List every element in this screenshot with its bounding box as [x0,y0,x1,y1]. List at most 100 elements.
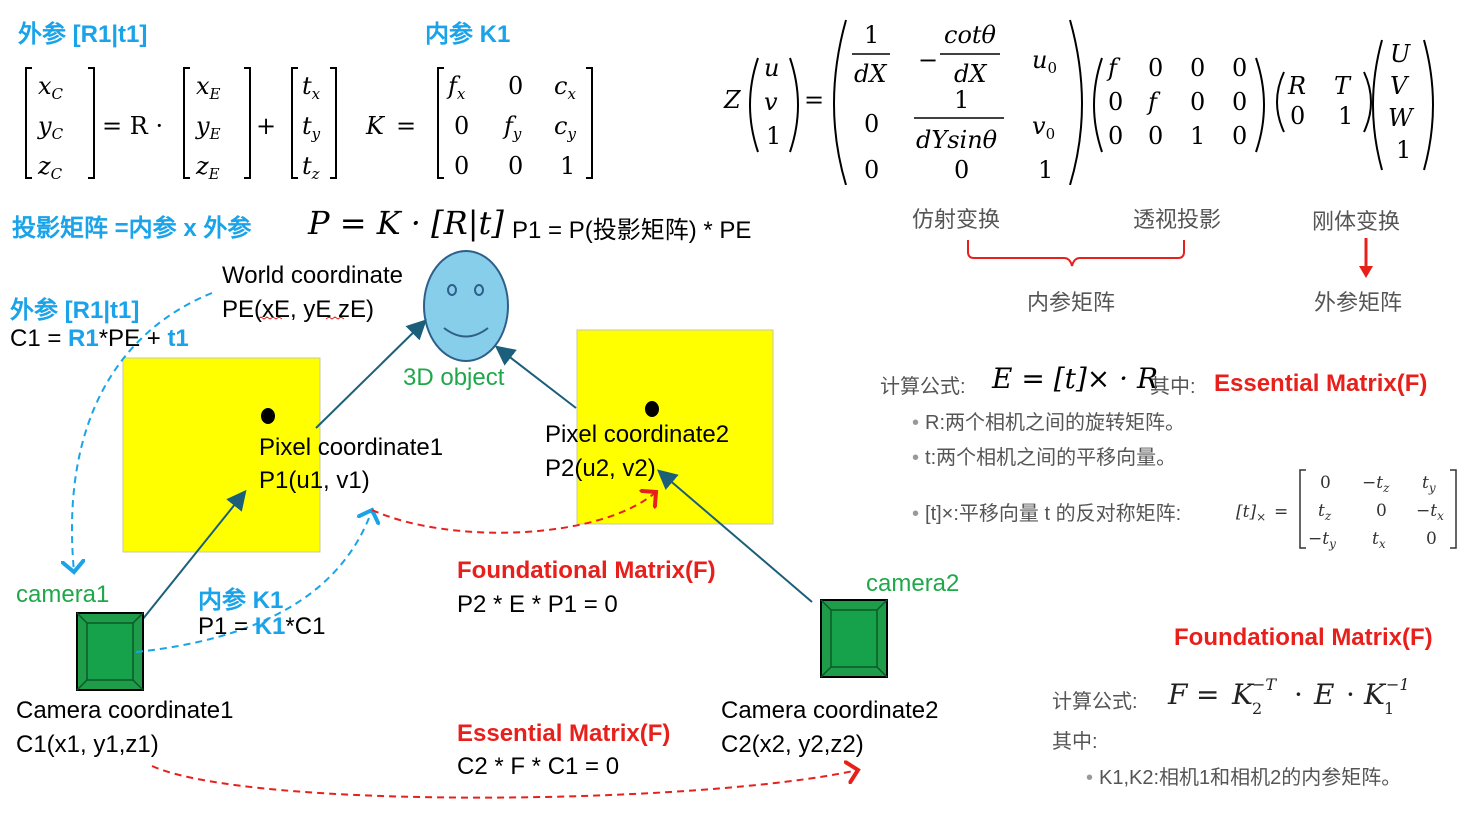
camera2-label: camera2 [866,570,960,597]
svg-text:1: 1 [1038,156,1053,184]
svg-text:zE: zE [195,152,220,183]
perspective-label: 透视投影 [1133,207,1222,232]
svg-text:f: f [1106,54,1121,82]
svg-text:0: 0 [1190,54,1205,82]
pixel1-point: P1(u1, v1) [259,467,370,494]
ray-pixel2-to-object [494,345,577,409]
calc-label-essential: 计算公式: [880,376,966,398]
skew-symmetric-matrix: [t]× = 0 −tz ty tz 0 −tx −ty tx 0 [1236,469,1457,551]
bullet-r: •R:两个相机之间的旋转矩阵。 [912,412,1186,434]
fundamental-label-mid: Foundational Matrix(F) [457,557,716,584]
intrinsic-matrix-label: 内参矩阵 [1027,290,1116,315]
svg-text:K: K [1231,678,1255,711]
object-label: 3D object [403,364,505,391]
affine-label: 仿射变换 [912,207,1001,232]
svg-text:0: 0 [954,156,969,184]
svg-text:=: = [1274,502,1288,522]
svg-text:0: 0 [1190,88,1205,116]
face-mouth [443,327,489,338]
svg-text:V: V [1390,72,1410,100]
c2-f-c1-formula: C2 * F * C1 = 0 [457,753,620,780]
svg-text:1: 1 [954,86,969,114]
svg-text:ty: ty [1422,473,1436,495]
svg-text:2: 2 [1252,699,1262,718]
extrinsic-left-label: 外参 [R1|t1] [10,297,140,324]
face-eye-left [447,284,457,296]
svg-text:0: 0 [508,72,523,100]
svg-text:dYsinθ: dYsinθ [916,126,998,154]
fund-title-right: Foundational Matrix(F) [1174,624,1433,651]
bullet-t: •t:两个相机之间的平移向量。 [912,447,1177,469]
svg-text:dX: dX [954,60,987,88]
svg-text:F: F [1167,678,1189,711]
svg-text:K: K [365,112,386,140]
svg-text:1: 1 [1396,136,1411,164]
svg-text:−: − [918,46,938,74]
projection-equation: Z u v 1 = 1 dX − cotθ dX u0 0 1 dYsinθ v… [723,19,1434,185]
svg-text:W: W [1388,104,1415,132]
svg-text:−tz: −tz [1362,473,1390,495]
pixel2-label: Pixel coordinate2 [545,421,730,448]
svg-text:E: E [1313,678,1334,711]
svg-text:0: 0 [1232,54,1247,82]
camera2-icon [820,599,888,678]
essential-arc [151,766,858,799]
bullet-tx: •[t]×:平移向量 t 的反对称矩阵: [912,503,1182,525]
intrinsic-arc [135,510,372,653]
essential-formula: E = [t]× · R [992,362,1159,395]
svg-text:u0: u0 [1032,46,1057,77]
where-label-2: 其中: [1052,731,1098,753]
face-eye-right [474,284,484,296]
extrinsic-intrinsic-equations: xC yC zC = R · xE yE zE + tx ty tz K = f… [25,67,593,183]
camera-coordinate2-label: Camera coordinate2 [721,697,939,724]
svg-text:tx: tx [1372,529,1386,551]
svg-text:f: f [1146,88,1161,116]
svg-text:K: K [1363,678,1387,711]
essential-label-bottom: Essential Matrix(F) [457,720,671,747]
world-coordinate-label: World coordinate [222,262,403,289]
svg-text:−tx: −tx [1416,501,1444,523]
svg-text:−1: −1 [1386,675,1410,694]
svg-text:U: U [1390,40,1411,68]
svg-text:v: v [764,88,778,116]
svg-text:v0: v0 [1032,112,1055,143]
svg-text:0: 0 [1426,529,1437,549]
camera1-label: camera1 [16,581,110,608]
svg-text:=: = [804,86,824,114]
pixel2-point: P2(u2, v2) [545,455,656,482]
svg-text:0: 0 [1148,54,1163,82]
camera-coordinate1-label: Camera coordinate1 [16,697,234,724]
pixel1-label: Pixel coordinate1 [259,434,444,461]
svg-text:0: 0 [508,152,523,180]
svg-text:0: 0 [864,110,879,138]
svg-text:=: = [1196,678,1219,711]
calc-label-fundamental: 计算公式: [1052,691,1138,713]
svg-text:R: R [1287,72,1306,100]
svg-text:1: 1 [766,122,781,150]
extrinsic-matrix-label: 外参矩阵 [1314,290,1403,315]
svg-text:1: 1 [1338,102,1353,130]
svg-text:0: 0 [1232,88,1247,116]
svg-text:+: + [256,112,276,140]
c2-xyz-label: C2(x2, y2,z2) [721,731,864,758]
extrinsic-arc [72,292,213,572]
extrinsic-title: 外参 [R1|t1] [18,21,148,48]
svg-text:T: T [1334,72,1352,100]
bullet-k: •K1,K2:相机1和相机2的内参矩阵。 [1086,767,1402,789]
svg-text:0: 0 [1320,473,1331,493]
svg-text:1: 1 [1384,699,1394,718]
svg-text:Z: Z [723,86,742,114]
bracket-arrows [967,238,1373,278]
projection-title: 投影矩阵 =内参 x 外参 [12,215,252,242]
c1-formula: C1 = R1*PE + t1 [10,325,189,352]
svg-text:·: · [1294,678,1303,711]
essential-title-right: Essential Matrix(F) [1214,370,1428,397]
p1-k1-formula: P1 = K1*C1 [198,613,326,640]
svg-text:0: 0 [454,152,469,180]
svg-text:0: 0 [864,156,879,184]
pixel-dot-2 [645,401,659,417]
ray-camera1-to-pixel1 [125,489,247,641]
rigid-label: 刚体变换 [1312,209,1401,234]
c1-xyz-label: C1(x1, y1,z1) [16,731,159,758]
